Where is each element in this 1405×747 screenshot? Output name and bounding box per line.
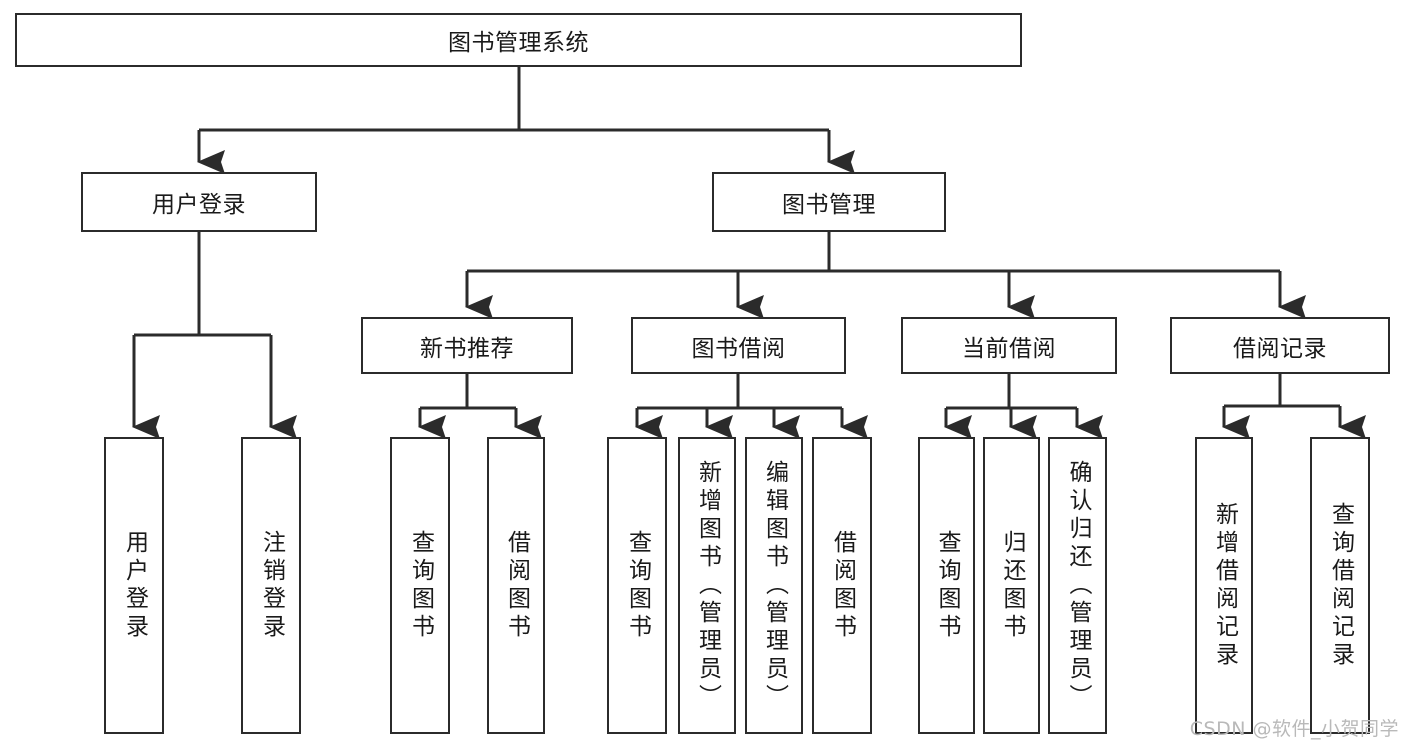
connector-current-to-leaves bbox=[944, 374, 1103, 439]
leaf-borrow-book[interactable]: 借阅图书 bbox=[812, 437, 872, 734]
leaf-user-logout[interactable]: 注销登录 bbox=[241, 437, 301, 734]
node-book-management[interactable]: 图书管理 bbox=[712, 172, 946, 232]
leaf-query-book-current-label: 查询图书 bbox=[934, 529, 960, 642]
leaf-user-logout-label: 注销登录 bbox=[258, 529, 285, 642]
leaf-query-book-newbook-label: 查询图书 bbox=[407, 529, 434, 642]
leaf-return-book-label: 归还图书 bbox=[999, 529, 1025, 642]
node-borrow-records[interactable]: 借阅记录 bbox=[1170, 317, 1390, 374]
node-book-borrow[interactable]: 图书借阅 bbox=[631, 317, 846, 374]
leaf-query-borrow-record[interactable]: 查询借阅记录 bbox=[1310, 437, 1370, 734]
connector-root-to-level2 bbox=[197, 67, 855, 174]
node-book-borrow-label: 图书借阅 bbox=[691, 335, 786, 362]
node-current-borrow[interactable]: 当前借阅 bbox=[901, 317, 1117, 374]
leaf-confirm-return-admin[interactable]: 确认归还（管理员） bbox=[1048, 437, 1107, 734]
watermark: CSDN @软件_小贺同学 bbox=[1189, 718, 1399, 740]
connector-userlogin-to-leaves bbox=[132, 232, 297, 439]
leaf-edit-book-admin[interactable]: 编辑图书（管理员） bbox=[745, 437, 803, 734]
leaf-confirm-return-admin-label: 确认归还（管理员） bbox=[1065, 459, 1091, 712]
leaf-user-login[interactable]: 用户登录 bbox=[104, 437, 164, 734]
leaf-query-borrow-record-label: 查询借阅记录 bbox=[1327, 501, 1354, 670]
connector-newbook-to-leaves bbox=[418, 374, 542, 439]
leaf-borrow-book-label: 借阅图书 bbox=[829, 529, 856, 642]
connector-bookmgmt-to-level3 bbox=[465, 232, 1306, 319]
node-user-login[interactable]: 用户登录 bbox=[81, 172, 317, 232]
node-borrow-records-label: 借阅记录 bbox=[1233, 335, 1327, 362]
leaf-edit-book-admin-label: 编辑图书（管理员） bbox=[761, 459, 788, 712]
node-root-label: 图书管理系统 bbox=[448, 30, 589, 56]
leaf-query-book-current[interactable]: 查询图书 bbox=[918, 437, 975, 734]
connector-borrow-to-leaves bbox=[635, 374, 868, 439]
leaf-add-book-admin-label: 新增图书（管理员） bbox=[694, 459, 721, 712]
node-new-book-recommend-label: 新书推荐 bbox=[420, 335, 514, 362]
leaf-add-borrow-record-label: 新增借阅记录 bbox=[1211, 501, 1238, 670]
leaf-query-book-borrow-label: 查询图书 bbox=[624, 529, 651, 642]
leaf-query-book-newbook[interactable]: 查询图书 bbox=[390, 437, 450, 734]
node-user-login-label: 用户登录 bbox=[152, 192, 246, 218]
leaf-add-borrow-record[interactable]: 新增借阅记录 bbox=[1195, 437, 1253, 734]
leaf-query-book-borrow[interactable]: 查询图书 bbox=[607, 437, 667, 734]
leaf-add-book-admin[interactable]: 新增图书（管理员） bbox=[678, 437, 736, 734]
node-root[interactable]: 图书管理系统 bbox=[15, 13, 1022, 67]
leaf-return-book[interactable]: 归还图书 bbox=[983, 437, 1040, 734]
connector-records-to-leaves bbox=[1222, 374, 1366, 439]
node-book-management-label: 图书管理 bbox=[782, 192, 876, 218]
leaf-borrow-book-newbook-label: 借阅图书 bbox=[503, 529, 530, 642]
leaf-borrow-book-newbook[interactable]: 借阅图书 bbox=[487, 437, 545, 734]
node-new-book-recommend[interactable]: 新书推荐 bbox=[361, 317, 573, 374]
leaf-user-login-label: 用户登录 bbox=[121, 529, 148, 642]
node-current-borrow-label: 当前借阅 bbox=[962, 335, 1056, 362]
